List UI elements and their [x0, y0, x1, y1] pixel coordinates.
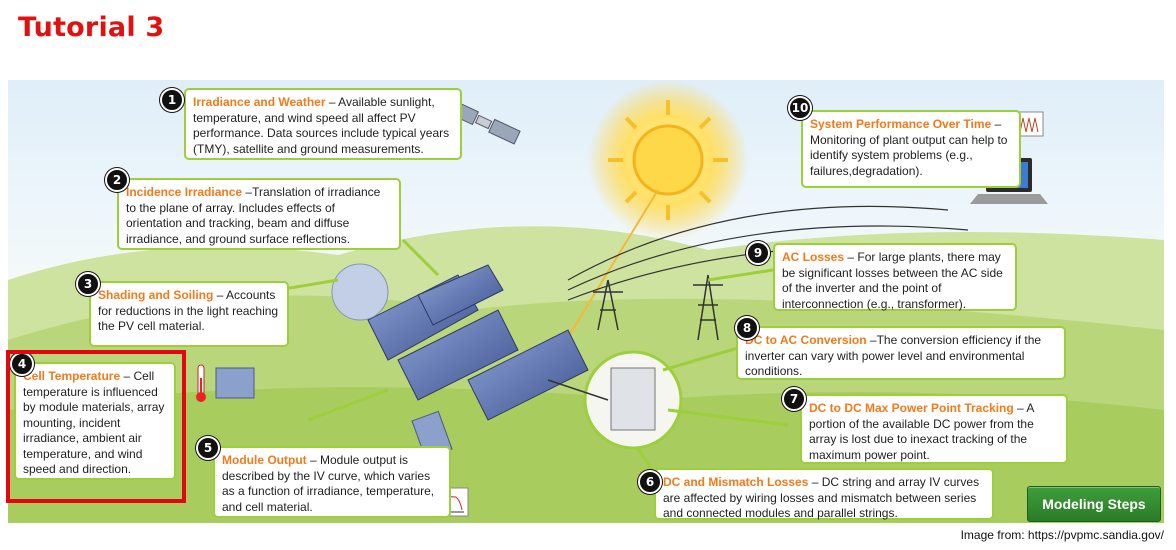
callout-text: –Monitoring of plant output can help to …	[810, 117, 1008, 178]
cell-sample-icon	[215, 367, 255, 399]
pv-array	[367, 264, 589, 421]
callout-title: Incidence Irradiance	[126, 185, 243, 199]
inverter-icon	[610, 367, 656, 431]
callout-text: – A portion of the available DC power fr…	[809, 401, 1034, 462]
callout-dc-ac-conversion: DC to AC Conversion –The conversion effi…	[736, 326, 1066, 380]
step-number-5: 5	[196, 436, 220, 460]
callout-incidence-irradiance: Incidence Irradiance –Translation of irr…	[117, 178, 401, 250]
callout-title: AC Losses	[782, 250, 845, 264]
step-number-8: 8	[735, 316, 759, 340]
callout-irradiance-weather: Irradiance and Weather – Available sunli…	[184, 88, 462, 160]
callout-ac-losses: AC Losses – For large plants, there may …	[773, 243, 1017, 311]
transmission-tower-icon	[593, 274, 723, 341]
callout-title: DC to AC Conversion	[745, 333, 867, 347]
step-number-3: 3	[76, 272, 100, 296]
image-credit: Image from: https://pvpmc.sandia.gov/	[960, 528, 1164, 542]
callout-text: –The conversion efficiency if the invert…	[745, 333, 1042, 378]
callout-shading-soiling: Shading and Soiling – Accounts for reduc…	[89, 281, 289, 347]
callout-system-performance: System Performance Over Time –Monitoring…	[801, 110, 1021, 188]
step-number-1: 1	[160, 88, 184, 112]
callout-text: – DC string and array IV curves are affe…	[663, 475, 980, 520]
callout-text: – Available sunlight, temperature, and w…	[193, 95, 450, 156]
callout-text: – Accounts for reductions in the light r…	[98, 288, 279, 333]
page-title: Tutorial 3	[18, 12, 165, 43]
panel-detail-circle	[331, 263, 389, 321]
step-number-9: 9	[746, 241, 770, 265]
callout-dc-mismatch-losses: DC and Mismatch Losses – DC string and a…	[654, 468, 994, 520]
callout-title: System Performance Over Time	[810, 117, 992, 131]
callout-cell-temperature: Cell Temperature – Cell temperature is i…	[14, 362, 176, 480]
callout-title: Shading and Soiling	[98, 288, 214, 302]
callout-mppt: DC to DC Max Power Point Tracking – A po…	[800, 394, 1068, 464]
highlight-box	[6, 350, 186, 503]
callout-title: Cell Temperature	[23, 369, 121, 383]
callout-text: – Cell temperature is influenced by modu…	[23, 369, 165, 476]
step-number-10: 10	[788, 96, 812, 120]
callout-title: DC and Mismatch Losses	[663, 475, 809, 489]
sun-rays	[608, 100, 728, 220]
sun-icon	[632, 124, 704, 196]
step-number-2: 2	[105, 168, 129, 192]
callout-title: DC to DC Max Power Point Tracking	[809, 401, 1014, 415]
callout-title: Irradiance and Weather	[193, 95, 326, 109]
modeling-steps-button[interactable]: Modeling Steps	[1027, 486, 1161, 522]
thermometer-icon	[196, 364, 206, 402]
step-number-7: 7	[782, 387, 806, 411]
pv-modeling-diagram: Irradiance and Weather – Available sunli…	[8, 80, 1164, 523]
callout-text: – Module output is described by the IV c…	[222, 453, 435, 514]
callout-text: – For large plants, there may be signifi…	[782, 250, 1003, 311]
callout-module-output: Module Output – Module output is describ…	[213, 446, 451, 518]
callout-text: –Translation of irradiance to the plane …	[126, 185, 381, 246]
callout-title: Module Output	[222, 453, 307, 467]
step-number-6: 6	[638, 470, 662, 494]
